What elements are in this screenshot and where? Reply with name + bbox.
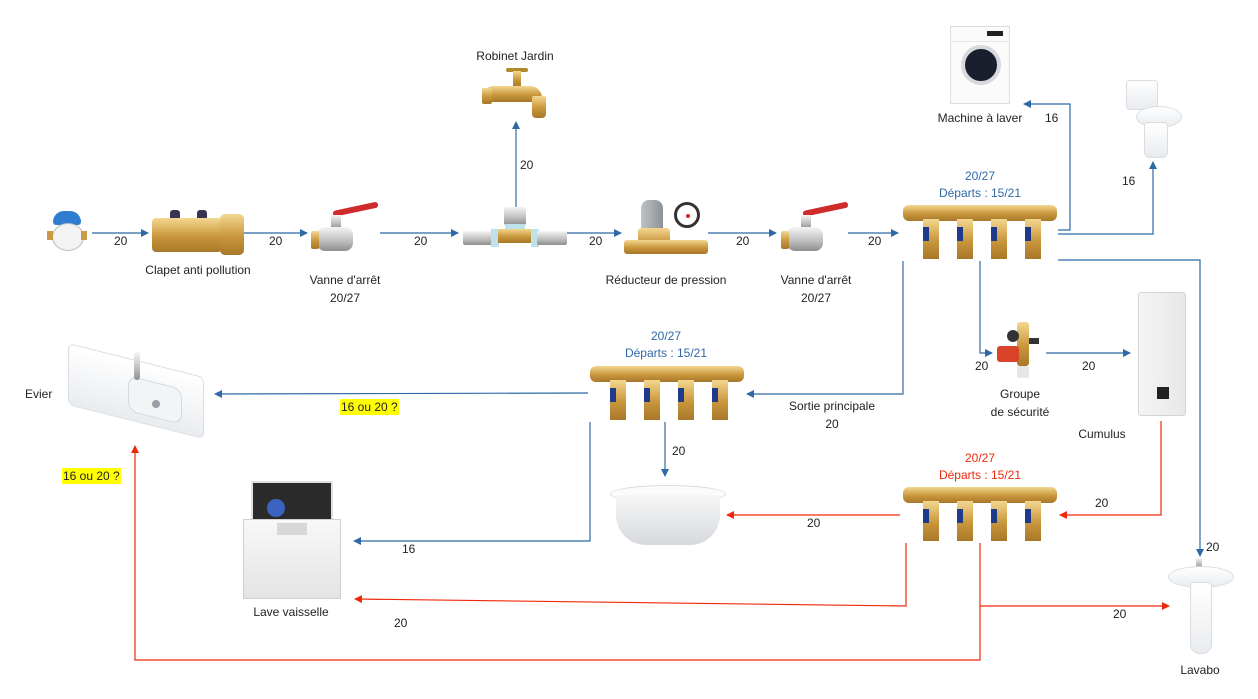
pipe-collecteur-machine [1023, 100, 1071, 231]
toilet-icon [1122, 78, 1184, 158]
tee-fitting-icon [463, 207, 567, 247]
pipe-label-p5: 20 [589, 234, 603, 248]
vanne-arret-2-size: 20/27 [800, 291, 832, 305]
pipe-label-p11: 20 [1082, 359, 1096, 373]
evier-label: Evier [25, 387, 53, 401]
vanne-arret-2[interactable] [781, 201, 849, 257]
clapet[interactable] [152, 210, 244, 255]
pipe-label-p19: 20 [394, 616, 408, 630]
pipe-label-p20: 20 [1113, 607, 1127, 621]
wc[interactable] [1122, 78, 1184, 158]
safety-group-icon [995, 322, 1045, 380]
manifold-icon [903, 487, 1057, 543]
ball-valve-icon [311, 201, 379, 257]
baignoire[interactable] [610, 485, 726, 547]
pipe-label-p17: 20 [1095, 496, 1109, 510]
evier[interactable] [64, 343, 204, 439]
lave-vaisselle[interactable] [243, 481, 341, 599]
pressure-reducer-icon [624, 198, 708, 264]
collecteur-1-departs: Départs : 15/21 [938, 186, 1022, 200]
pipe-label-p12: 20 [1206, 540, 1220, 554]
pipe-label-p7: 20 [868, 234, 882, 248]
pipe-chaud-evier [131, 445, 981, 661]
pipe-collecteur-groupe [979, 261, 993, 357]
ball-valve-icon [781, 201, 849, 257]
backflow-valve-icon [152, 210, 244, 255]
sortie-principale-label: Sortie principale [788, 399, 876, 413]
cumulus-label: Cumulus [1078, 427, 1126, 441]
collecteur-1[interactable] [903, 205, 1057, 261]
machine-a-laver[interactable] [950, 26, 1010, 104]
clapet-label: Clapet anti pollution [145, 263, 251, 277]
sortie-principale-value: 20 [825, 417, 839, 431]
compteur[interactable] [47, 211, 87, 251]
pipe-label-p2: 20 [269, 234, 283, 248]
pipe-label-p4: 20 [520, 158, 534, 172]
lavabo-label: Lavabo [1180, 663, 1220, 677]
washing-machine-icon [950, 26, 1010, 104]
pipe-cumulus-collecteur-chaud [1059, 421, 1162, 519]
collecteur-2-size: 20/27 [964, 451, 996, 465]
groupe-de-securite[interactable] [995, 322, 1045, 380]
pipe-label-p3: 20 [414, 234, 428, 248]
pipe-sortie-principale [746, 261, 904, 398]
groupe-label: Groupe [999, 387, 1041, 401]
vanne-arret-1[interactable] [311, 201, 379, 257]
manifold-icon [590, 366, 744, 422]
pipe-label-p16: 16 [402, 542, 416, 556]
bathtub-icon [610, 485, 726, 547]
pipe-collecteur-lave-vaisselle [353, 422, 591, 545]
lavabo[interactable] [1168, 558, 1234, 654]
pipe-label-p1: 20 [114, 234, 128, 248]
pipe-label-p21: 16 ou 20 ? [62, 468, 121, 484]
pipe-label-p18: 20 [807, 516, 821, 530]
pipe-chaud-lavabo [979, 543, 1170, 610]
cumulus[interactable] [1138, 292, 1186, 416]
water-heater-icon [1138, 292, 1186, 416]
lave-vaisselle-label: Lave vaisselle [253, 605, 329, 619]
pipe-collecteur-evier [214, 389, 589, 398]
reducteur-pression-label: Réducteur de pression [605, 273, 727, 287]
washbasin-icon [1168, 558, 1234, 654]
pipe-label-p6: 20 [736, 234, 750, 248]
collecteur-2[interactable] [903, 487, 1057, 543]
robinet-jardin[interactable] [482, 68, 548, 120]
collecteur-1-size: 20/27 [964, 169, 996, 183]
pipe-collecteur-lavabo [1058, 259, 1204, 557]
pipe-label-p9: 16 [1122, 174, 1136, 188]
reducteur-pression[interactable] [624, 198, 708, 264]
pipe-label-p8: 16 [1045, 111, 1059, 125]
pipe-label-p15: 20 [672, 444, 686, 458]
pipe-chaud-lave-vaisselle [354, 543, 907, 607]
pipe-label-p10: 20 [975, 359, 989, 373]
collecteur-3[interactable] [590, 366, 744, 422]
pipe-label-p14: 16 ou 20 ? [340, 399, 399, 415]
collecteur-3-size: 20/27 [650, 329, 682, 343]
vanne-arret-1-label: Vanne d'arrêt [309, 273, 381, 287]
pipe-collecteur-wc [1058, 161, 1157, 235]
collecteur-3-departs: Départs : 15/21 [624, 346, 708, 360]
vanne-arret-1-size: 20/27 [329, 291, 361, 305]
collecteur-2-departs: Départs : 15/21 [938, 468, 1022, 482]
water-meter-icon [47, 211, 87, 251]
dishwasher-icon [243, 481, 341, 599]
kitchen-sink-icon [64, 343, 204, 439]
machine-a-laver-label: Machine à laver [937, 111, 1023, 125]
te-raccord[interactable] [463, 207, 567, 247]
robinet-jardin-label: Robinet Jardin [476, 49, 554, 63]
manifold-icon [903, 205, 1057, 261]
garden-tap-icon [482, 68, 548, 120]
groupe-label-2: de sécurité [990, 405, 1050, 419]
vanne-arret-2-label: Vanne d'arrêt [780, 273, 852, 287]
